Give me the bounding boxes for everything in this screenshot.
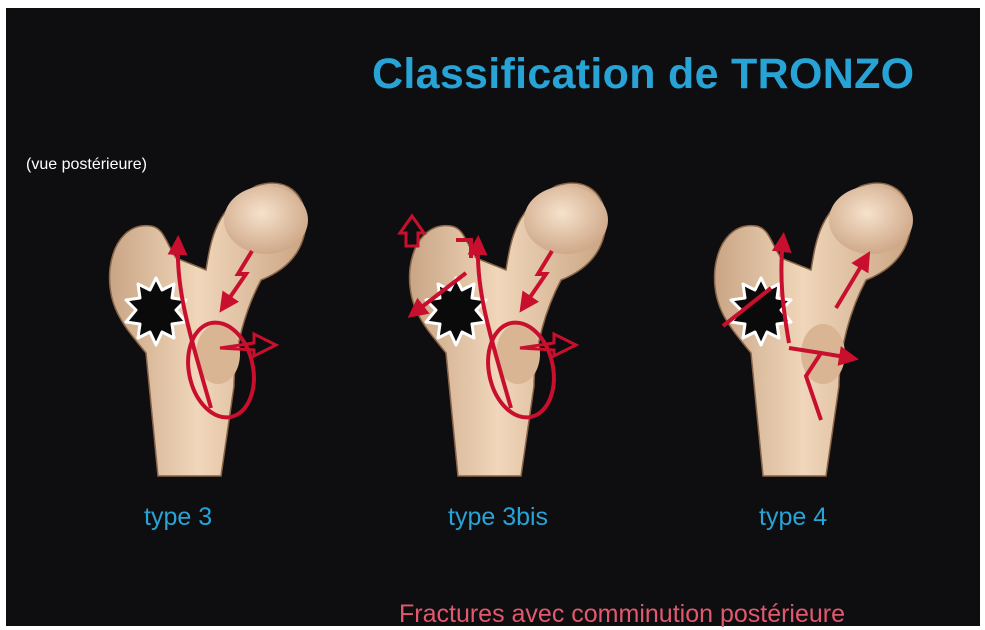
femur-type-4 bbox=[714, 183, 913, 476]
diagram-slide: Classification de TRONZO (vue postérieur… bbox=[6, 8, 980, 626]
caption-type-4: type 4 bbox=[759, 503, 827, 532]
femur-type-3bis bbox=[400, 183, 608, 476]
fracture-diagrams bbox=[6, 8, 980, 626]
footer-note: Fractures avec comminution postérieure bbox=[399, 600, 845, 629]
femur-type-3 bbox=[109, 183, 308, 476]
caption-type-3: type 3 bbox=[144, 503, 212, 532]
caption-type-3bis: type 3bis bbox=[448, 503, 548, 532]
